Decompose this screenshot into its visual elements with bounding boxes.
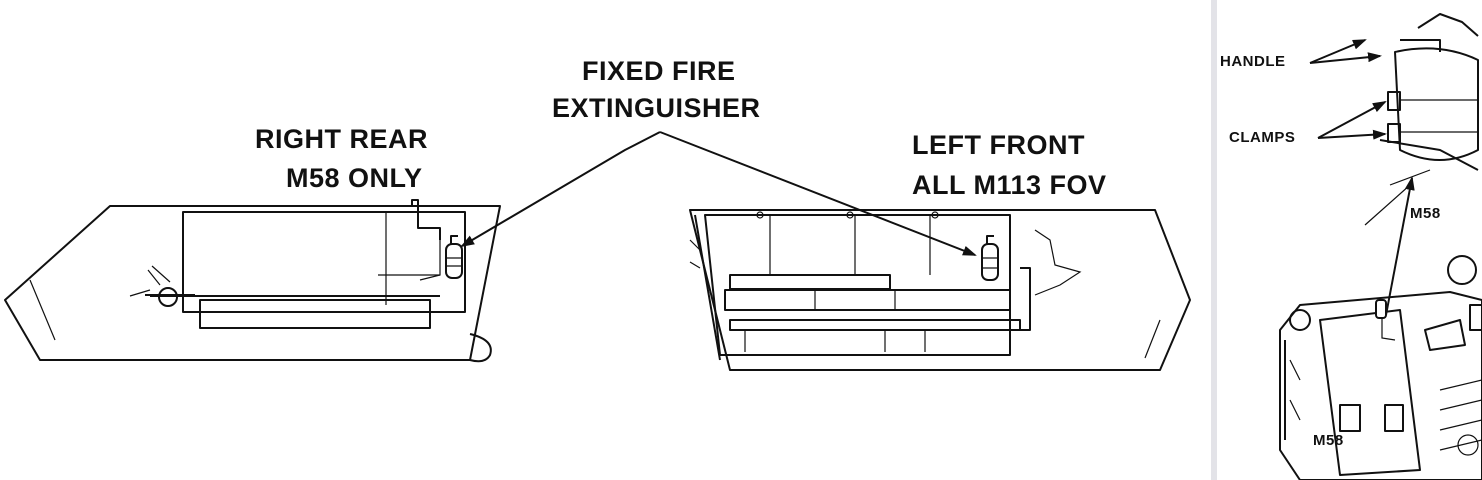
label-right-rear-line2: M58 ONLY [286,163,423,193]
label-fixed-fire-line1: FIXED FIRE [582,56,736,86]
detail-pointers [1309,39,1415,316]
label-clamps: CLAMPS [1229,129,1296,146]
extinguisher-left-front-icon [981,235,999,281]
hull-left-front-view [689,209,1191,371]
extinguisher-right-rear-icon [445,235,463,279]
extinguisher-detail-illustration [1364,13,1479,226]
label-left-front-line2: ALL M113 FOV [912,170,1107,200]
hull-right-rear-view [4,199,501,363]
m58-vehicle-illustration [1279,255,1482,480]
fixed-fire-pointers [460,131,977,256]
label-handle: HANDLE [1220,53,1286,70]
label-right-rear-line1: RIGHT REAR [255,124,428,154]
panel-divider [1211,0,1217,480]
label-m58-lower: M58 [1313,432,1344,449]
label-left-front-line1: LEFT FRONT [912,130,1085,160]
label-m58-upper: M58 [1410,205,1441,222]
label-fixed-fire-line2: EXTINGUISHER [552,93,761,123]
